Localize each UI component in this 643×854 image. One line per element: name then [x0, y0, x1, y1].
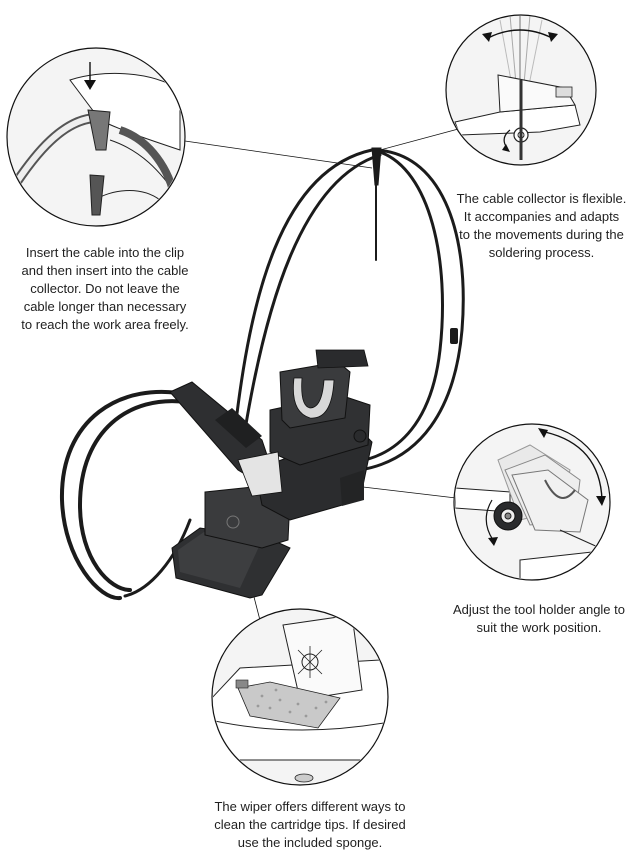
- caption-line: collector. Do not leave the: [30, 281, 180, 296]
- callout-angle: [453, 423, 611, 581]
- caption-cable-clip: Insert the cable into the clip and then …: [0, 244, 210, 334]
- station-cables: [59, 147, 465, 601]
- callout-wiper: [211, 608, 389, 786]
- caption-line: Insert the cable into the clip: [25, 245, 185, 260]
- leader-clip: [177, 139, 373, 169]
- caption-line: to reach the work area freely.: [21, 317, 189, 332]
- caption-line: suit the work position.: [476, 620, 602, 635]
- caption-line: It accompanies and adapts: [463, 209, 620, 224]
- caption-tool-holder-angle: Adjust the tool holder angle to suit the…: [435, 601, 643, 637]
- caption-line: Adjust the tool holder angle to: [452, 602, 625, 617]
- callout-clip: [6, 47, 186, 227]
- caption-line: The wiper offers different ways to: [214, 799, 406, 814]
- caption-line: soldering process.: [488, 245, 595, 260]
- caption-line: cable longer than necessary: [23, 299, 187, 314]
- caption-wiper: The wiper offers different ways to clean…: [180, 798, 440, 852]
- soldering-handle: [169, 381, 283, 497]
- station-body: [171, 349, 373, 599]
- caption-cable-collector: The cable collector is flexible. It acco…: [440, 190, 643, 262]
- caption-line: clean the cartridge tips. If desired: [214, 817, 406, 832]
- leader-collector: [379, 127, 463, 151]
- caption-line: and then insert into the cable: [21, 263, 189, 278]
- caption-line: use the included sponge.: [237, 835, 383, 850]
- callout-collector: [445, 14, 597, 166]
- caption-line: to the movements during the: [459, 227, 624, 242]
- caption-line: The cable collector is flexible.: [456, 191, 627, 206]
